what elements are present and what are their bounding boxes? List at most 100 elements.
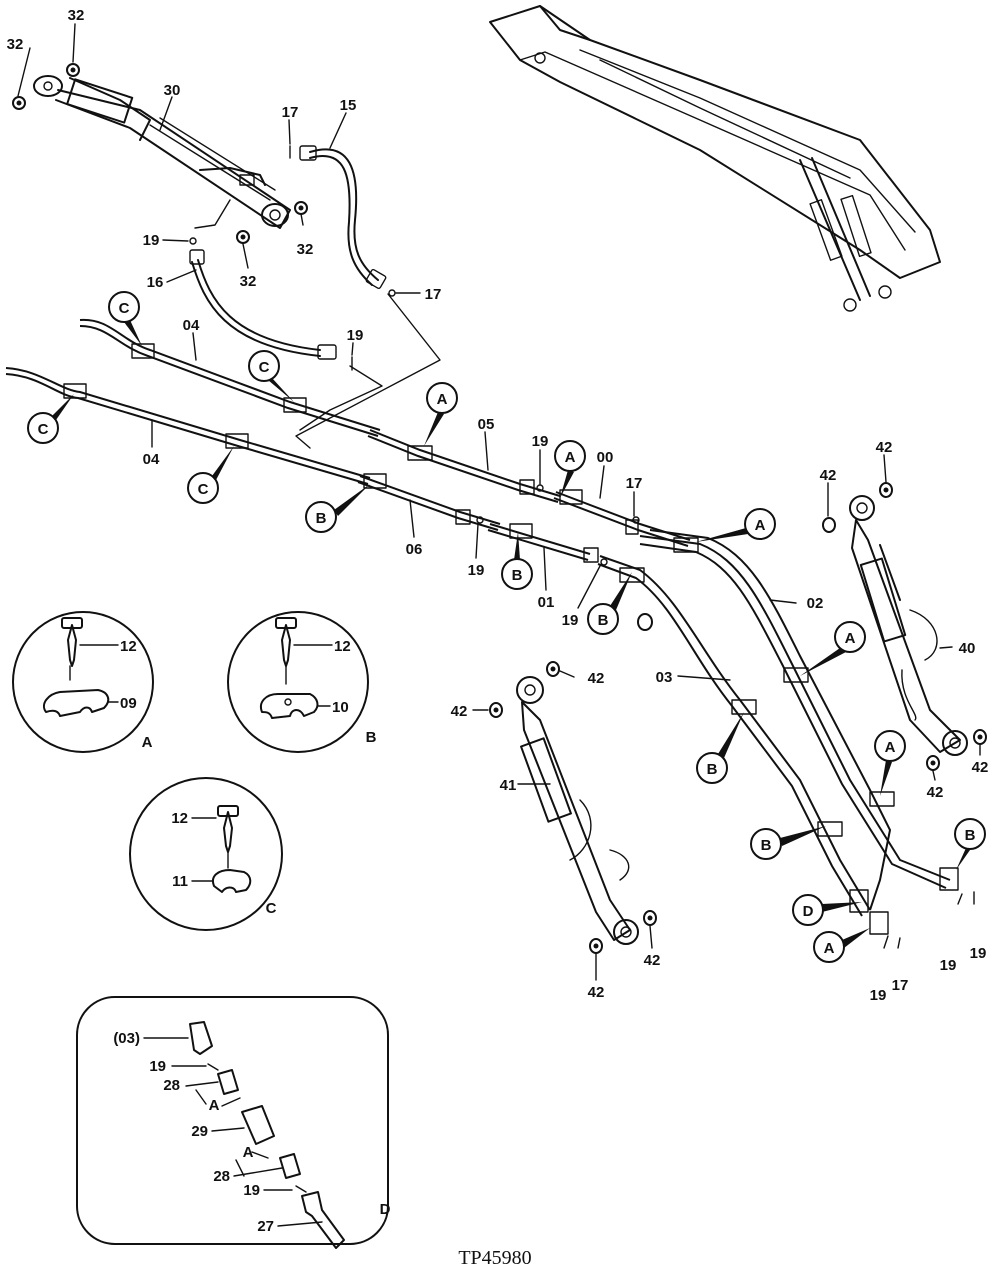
detail-caption: B bbox=[366, 729, 377, 746]
tag-letter: C bbox=[119, 300, 130, 317]
circle-tag-b5: B bbox=[750, 826, 826, 860]
tag-letter: A bbox=[824, 940, 835, 957]
callout: 15 bbox=[340, 97, 357, 114]
hose-16 bbox=[189, 249, 337, 360]
cylinder-41 bbox=[516, 676, 639, 945]
fitting-label: 29 bbox=[191, 1123, 208, 1140]
seal-bottom-label: 19 bbox=[243, 1182, 260, 1199]
circle-tag-a1: A bbox=[424, 382, 458, 446]
circle-tag-c1: C bbox=[108, 291, 142, 346]
hose-label: 27 bbox=[257, 1218, 274, 1235]
seal-top-label: 19 bbox=[149, 1058, 166, 1075]
callout: 19 bbox=[532, 433, 549, 450]
sub-a-bottom: A bbox=[243, 1144, 254, 1161]
bolt-label: 12 bbox=[171, 810, 188, 827]
sub-a-top: A bbox=[209, 1097, 220, 1114]
circle-tag-a3: A bbox=[696, 508, 776, 542]
circle-tag-d: D bbox=[792, 894, 862, 926]
callout: 42 bbox=[644, 952, 661, 969]
tag-letter: D bbox=[803, 903, 814, 920]
tag-letter: A bbox=[437, 391, 448, 408]
callout: 04 bbox=[143, 451, 160, 468]
circle-tag-b2: B bbox=[501, 532, 533, 590]
circle-tag-c2: C bbox=[248, 350, 294, 402]
tag-letter: A bbox=[845, 630, 856, 647]
circle-tag-b3: B bbox=[587, 572, 632, 635]
adapter-bottom-label: 28 bbox=[213, 1168, 230, 1185]
callout: 16 bbox=[147, 274, 164, 291]
circle-tag-a2: A bbox=[554, 440, 586, 498]
pipe-04-lower bbox=[5, 367, 371, 485]
callout: 19 bbox=[562, 612, 579, 629]
tag-letter: A bbox=[565, 449, 576, 466]
callout: 42 bbox=[972, 759, 989, 776]
detail-d: (03) 19 28 A 29 A 28 19 27 D bbox=[76, 996, 391, 1249]
detail-c: 12 11 C bbox=[129, 777, 283, 931]
callout: 01 bbox=[538, 594, 555, 611]
tag-letter: B bbox=[512, 567, 523, 584]
hose-15 bbox=[299, 145, 387, 290]
boom-assembly bbox=[489, 5, 941, 312]
pipe-02 bbox=[639, 529, 951, 911]
callout: 42 bbox=[820, 467, 837, 484]
callout: 00 bbox=[597, 449, 614, 466]
cylinder-40 bbox=[849, 495, 968, 756]
callout: 19 bbox=[970, 945, 987, 962]
callout: 42 bbox=[588, 670, 605, 687]
callout: 40 bbox=[959, 640, 976, 657]
leader-lines bbox=[17, 23, 981, 981]
callout: 32 bbox=[297, 241, 314, 258]
circle-tag-a5: A bbox=[874, 730, 906, 796]
callout: 32 bbox=[68, 7, 85, 24]
tag-letter: C bbox=[38, 421, 49, 438]
callout: 42 bbox=[876, 439, 893, 456]
tag-letter: A bbox=[755, 517, 766, 534]
tag-letter: C bbox=[198, 481, 209, 498]
pipe-03 bbox=[597, 555, 959, 935]
callout: 17 bbox=[425, 286, 442, 303]
callout: 17 bbox=[892, 977, 909, 994]
circle-tag-b4: B bbox=[696, 712, 744, 784]
tag-letter: B bbox=[761, 837, 772, 854]
callout: 06 bbox=[406, 541, 423, 558]
callout: 19 bbox=[143, 232, 160, 249]
routing-line-upper bbox=[295, 293, 441, 449]
callout: 19 bbox=[468, 562, 485, 579]
callout: 32 bbox=[7, 36, 24, 53]
circle-tag-a4: A bbox=[800, 621, 866, 676]
tag-letter: B bbox=[965, 827, 976, 844]
pipe-05 bbox=[367, 429, 561, 503]
tag-letter: B bbox=[316, 510, 327, 527]
washer-42-set bbox=[489, 482, 987, 954]
callout: 17 bbox=[282, 104, 299, 121]
callout-numbers: 32 32 30 17 15 32 19 32 16 17 04 19 04 0… bbox=[7, 7, 989, 1004]
pipe-04-upper bbox=[79, 318, 381, 437]
callout: 19 bbox=[870, 987, 887, 1004]
cylinder-30 bbox=[33, 75, 291, 229]
pipe-01 bbox=[487, 523, 599, 563]
callout: 19 bbox=[347, 327, 364, 344]
detail-a: 12 09 A bbox=[12, 611, 154, 753]
adapter-top-label: 28 bbox=[163, 1077, 180, 1094]
callout: 42 bbox=[588, 984, 605, 1001]
tag-letter: B bbox=[598, 612, 609, 629]
clamp-label: 09 bbox=[120, 695, 137, 712]
clamp-label: 11 bbox=[172, 873, 188, 890]
seal-markers bbox=[189, 145, 975, 949]
figure-id: TP45980 bbox=[458, 1247, 531, 1269]
circle-tag-b1: B bbox=[305, 484, 370, 533]
callout: 04 bbox=[183, 317, 200, 334]
callout: 42 bbox=[451, 703, 468, 720]
bolt-label: 12 bbox=[334, 638, 351, 655]
callout: 03 bbox=[656, 669, 673, 686]
detail-caption: A bbox=[142, 734, 153, 751]
tag-letter: A bbox=[885, 739, 896, 756]
circle-tag-c3: C bbox=[27, 394, 74, 444]
tag-letter: C bbox=[259, 359, 270, 376]
callout: 19 bbox=[940, 957, 957, 974]
callout: 30 bbox=[164, 82, 181, 99]
circle-tag-a6: A bbox=[813, 928, 870, 963]
detail-caption: C bbox=[266, 900, 277, 917]
callout: 42 bbox=[927, 784, 944, 801]
